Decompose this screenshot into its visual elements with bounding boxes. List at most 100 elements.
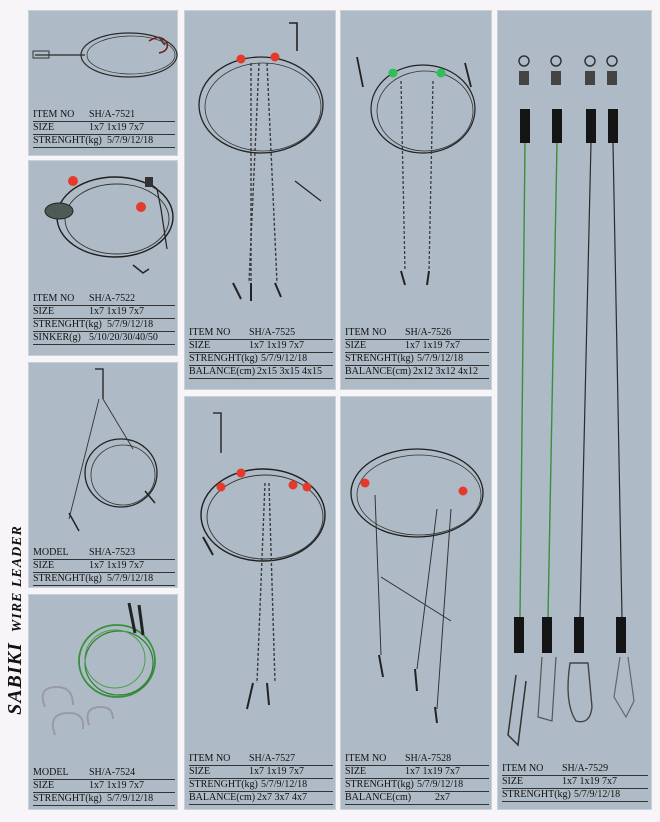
spec-value: 5/10/20/30/40/50 <box>89 332 158 343</box>
spec-row: ITEM NO SH/A-7526 <box>345 327 489 340</box>
spec-label: STRENGHT(kg) <box>33 319 102 330</box>
product-panel-7526: ITEM NO SH/A-7526 SIZE 1x7 1x19 7x7 STRENG… <box>340 10 492 390</box>
spec-value: 1x7 1x19 7x7 <box>89 560 144 571</box>
spec-value: 5/7/9/12/18 <box>261 779 308 790</box>
spec-label: ITEM NO <box>189 753 231 764</box>
spec-value: 5/7/9/12/18 <box>417 353 464 364</box>
spec-value: 5/7/9/12/18 <box>107 319 154 330</box>
spec-value: 1x7 1x19 7x7 <box>89 122 144 133</box>
spec-row: SINKER(g) 5/10/20/30/40/50 <box>33 332 175 345</box>
spec-label: ITEM NO <box>502 763 544 774</box>
spec-value: SH/A-7525 <box>249 327 296 338</box>
spec-label: ITEM NO <box>345 327 387 338</box>
spec-value: SH/A-7526 <box>405 327 452 338</box>
spec-value: SH/A-7528 <box>405 753 452 764</box>
spec-row: STRENGHT(kg)5/7/9/12/18 <box>345 779 489 792</box>
spec-row: ITEM NO SH/A-7522 <box>33 293 175 306</box>
wire-leader-image-7526 <box>356 56 476 286</box>
spec-label: ITEM NO <box>33 293 75 304</box>
spec-value: 1x7 1x19 7x7 <box>89 780 144 791</box>
spec-label: SIZE <box>33 122 55 133</box>
spec-label: STRENGHT(kg) <box>502 789 571 800</box>
spec-row: SIZE 1x7 1x19 7x7 <box>33 560 175 573</box>
spec-label: BALANCE(cm) <box>345 366 412 377</box>
spec-label: MODEL <box>33 547 69 558</box>
leader-4 <box>606 55 635 719</box>
spec-value: 1x7 1x19 7x7 <box>405 340 460 351</box>
leader-3 <box>567 55 596 723</box>
spec-value: 2x7 <box>435 792 450 803</box>
spec-table-7528: ITEM NO SH/A-7528 SIZE 1x7 1x19 7x7 STRENG… <box>345 753 489 805</box>
spec-row: SIZE 1x7 1x19 7x7 <box>345 340 489 353</box>
spec-label: STRENGHT(kg) <box>345 779 414 790</box>
spec-value: 1x7 1x19 7x7 <box>89 306 144 317</box>
side-title-sub: WIRE LEADER <box>10 525 25 633</box>
spec-label: SIZE <box>345 340 367 351</box>
wire-leader-image-7529 <box>507 55 635 747</box>
wire-leader-image-7521 <box>32 32 178 78</box>
spec-row: BALANCE(cm)2x7 3x7 4x7 <box>189 792 333 805</box>
spec-row: BALANCE(cm)2x15 3x15 4x15 <box>189 366 333 379</box>
spec-table-7526: ITEM NO SH/A-7526 SIZE 1x7 1x19 7x7 STRENG… <box>345 327 489 379</box>
spec-value: 1x7 1x19 7x7 <box>562 776 617 787</box>
wire-leader-image-7525 <box>198 22 324 301</box>
spec-row: ITEM NO SH/A-7528 <box>345 753 489 766</box>
spec-value: 2x15 3x15 4x15 <box>257 366 322 377</box>
spec-label: BALANCE(cm) <box>189 366 256 377</box>
spec-value: 2x7 3x7 4x7 <box>257 792 307 803</box>
spec-label: STRENGHT(kg) <box>33 793 102 804</box>
spec-row: STRENGHT(kg)5/7/9/12/18 <box>33 573 175 586</box>
product-panel-7528: ITEM NO SH/A-7528 SIZE 1x7 1x19 7x7 STRENG… <box>340 396 492 810</box>
spec-value: 5/7/9/12/18 <box>261 353 308 364</box>
leader-2 <box>537 55 562 722</box>
side-title: SABIKI WIRE LEADER <box>4 470 28 770</box>
spec-row: STRENGHT(kg)5/7/9/12/18 <box>189 353 333 366</box>
spec-label: BALANCE(cm) <box>345 792 412 803</box>
spec-value: 1x7 1x19 7x7 <box>405 766 460 777</box>
leader-1 <box>507 55 530 747</box>
spec-value: SH/A-7523 <box>89 547 136 558</box>
spec-row: STRENGHT(kg)5/7/9/12/18 <box>345 353 489 366</box>
wire-leader-image-7522 <box>44 176 174 274</box>
spec-row: ITEM NO SH/A-7525 <box>189 327 333 340</box>
spec-label: STRENGHT(kg) <box>345 353 414 364</box>
spec-table-7523: MODEL SH/A-7523 SIZE 1x7 1x19 7x7 STRENGHT… <box>33 547 175 586</box>
spec-row: ITEM NO SH/A-7527 <box>189 753 333 766</box>
spec-label: STRENGHT(kg) <box>189 779 258 790</box>
spec-label: SIZE <box>33 780 55 791</box>
spec-value: 5/7/9/12/18 <box>574 789 621 800</box>
spec-value: SH/A-7522 <box>89 293 136 304</box>
spec-row: STRENGHT(kg)5/7/9/12/18 <box>33 793 175 806</box>
spec-row: BALANCE(cm)2x12 3x12 4x12 <box>345 366 489 379</box>
spec-row: SIZE 1x7 1x19 7x7 <box>345 766 489 779</box>
spec-row: BALANCE(cm) 2x7 <box>345 792 489 805</box>
spec-row: ITEM NO SH/A-7529 <box>502 763 648 776</box>
spec-label: SIZE <box>345 766 367 777</box>
spec-value: SH/A-7527 <box>249 753 296 764</box>
spec-row: SIZE 1x7 1x19 7x7 <box>33 780 175 793</box>
spec-value: 1x7 1x19 7x7 <box>249 340 304 351</box>
spec-value: SH/A-7529 <box>562 763 609 774</box>
spec-label: SIZE <box>33 560 55 571</box>
spec-label: ITEM NO <box>345 753 387 764</box>
spec-label: ITEM NO <box>189 327 231 338</box>
spec-label: MODEL <box>33 767 69 778</box>
spec-value: 5/7/9/12/18 <box>107 135 154 146</box>
spec-label: SINKER(g) <box>33 332 81 343</box>
